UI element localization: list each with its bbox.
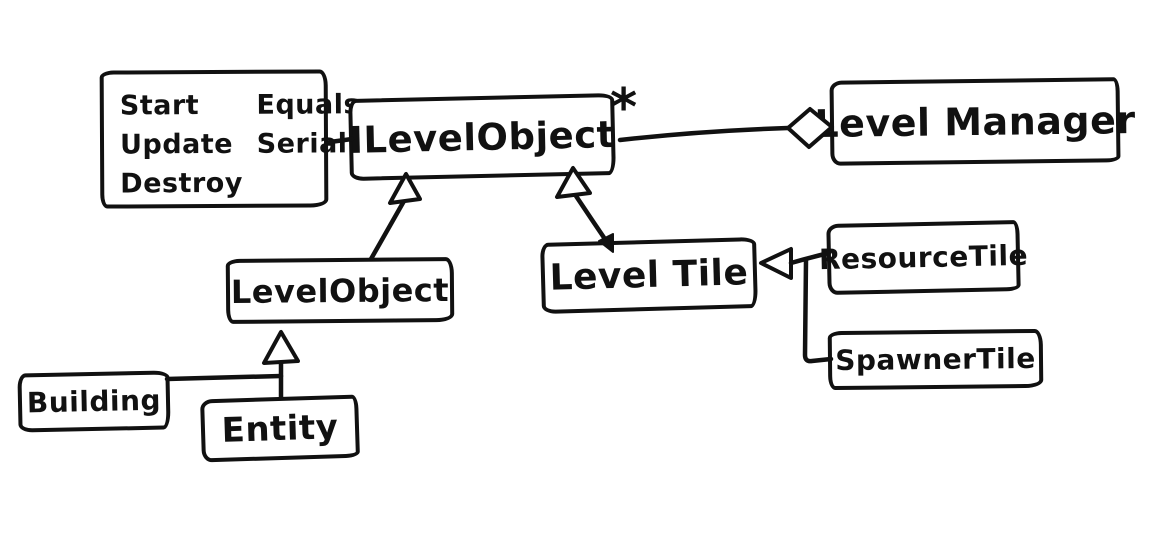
class-label-ilevelobject: ILevelObject	[348, 112, 616, 162]
method-label-start: Start	[119, 90, 200, 122]
class-label-resourcetile: ResourceTile	[818, 238, 1029, 277]
class-box-entity: Entity	[200, 394, 360, 463]
class-box-levelmanager: Level Manager	[814, 77, 1136, 166]
class-label-spawnertile: SpawnerTile	[835, 341, 1036, 378]
methods-column-1: Start Update Destroy	[120, 86, 243, 204]
class-box-spawnertile: SpawnerTile	[827, 328, 1044, 391]
class-label-levelmanager: Level Manager	[814, 97, 1136, 146]
aggregation-connector	[617, 107, 834, 149]
method-label-destroy: Destroy	[120, 167, 243, 200]
inheritance-connector-building-entity	[164, 330, 300, 401]
class-box-interface-methods: Start Update Destroy Equals Serialize	[99, 69, 392, 209]
inheritance-arrow-leveltile	[555, 166, 614, 253]
class-label-entity: Entity	[221, 406, 339, 451]
class-box-leveltile: Level Tile	[540, 236, 758, 315]
multiplicity-star: *	[610, 78, 638, 138]
class-box-building: Building	[17, 370, 171, 433]
inheritance-triangle-icon	[759, 247, 793, 280]
method-label-update: Update	[119, 128, 234, 161]
class-box-ilevelobject: ILevelObject	[348, 92, 616, 182]
class-label-leveltile: Level Tile	[549, 252, 749, 299]
class-box-resourcetile: ResourceTile	[819, 219, 1028, 296]
class-box-levelobject: LevelObject	[225, 257, 455, 324]
class-label-levelobject: LevelObject	[230, 270, 450, 311]
inheritance-triangle-icon	[262, 330, 300, 365]
class-label-building: Building	[26, 383, 162, 420]
